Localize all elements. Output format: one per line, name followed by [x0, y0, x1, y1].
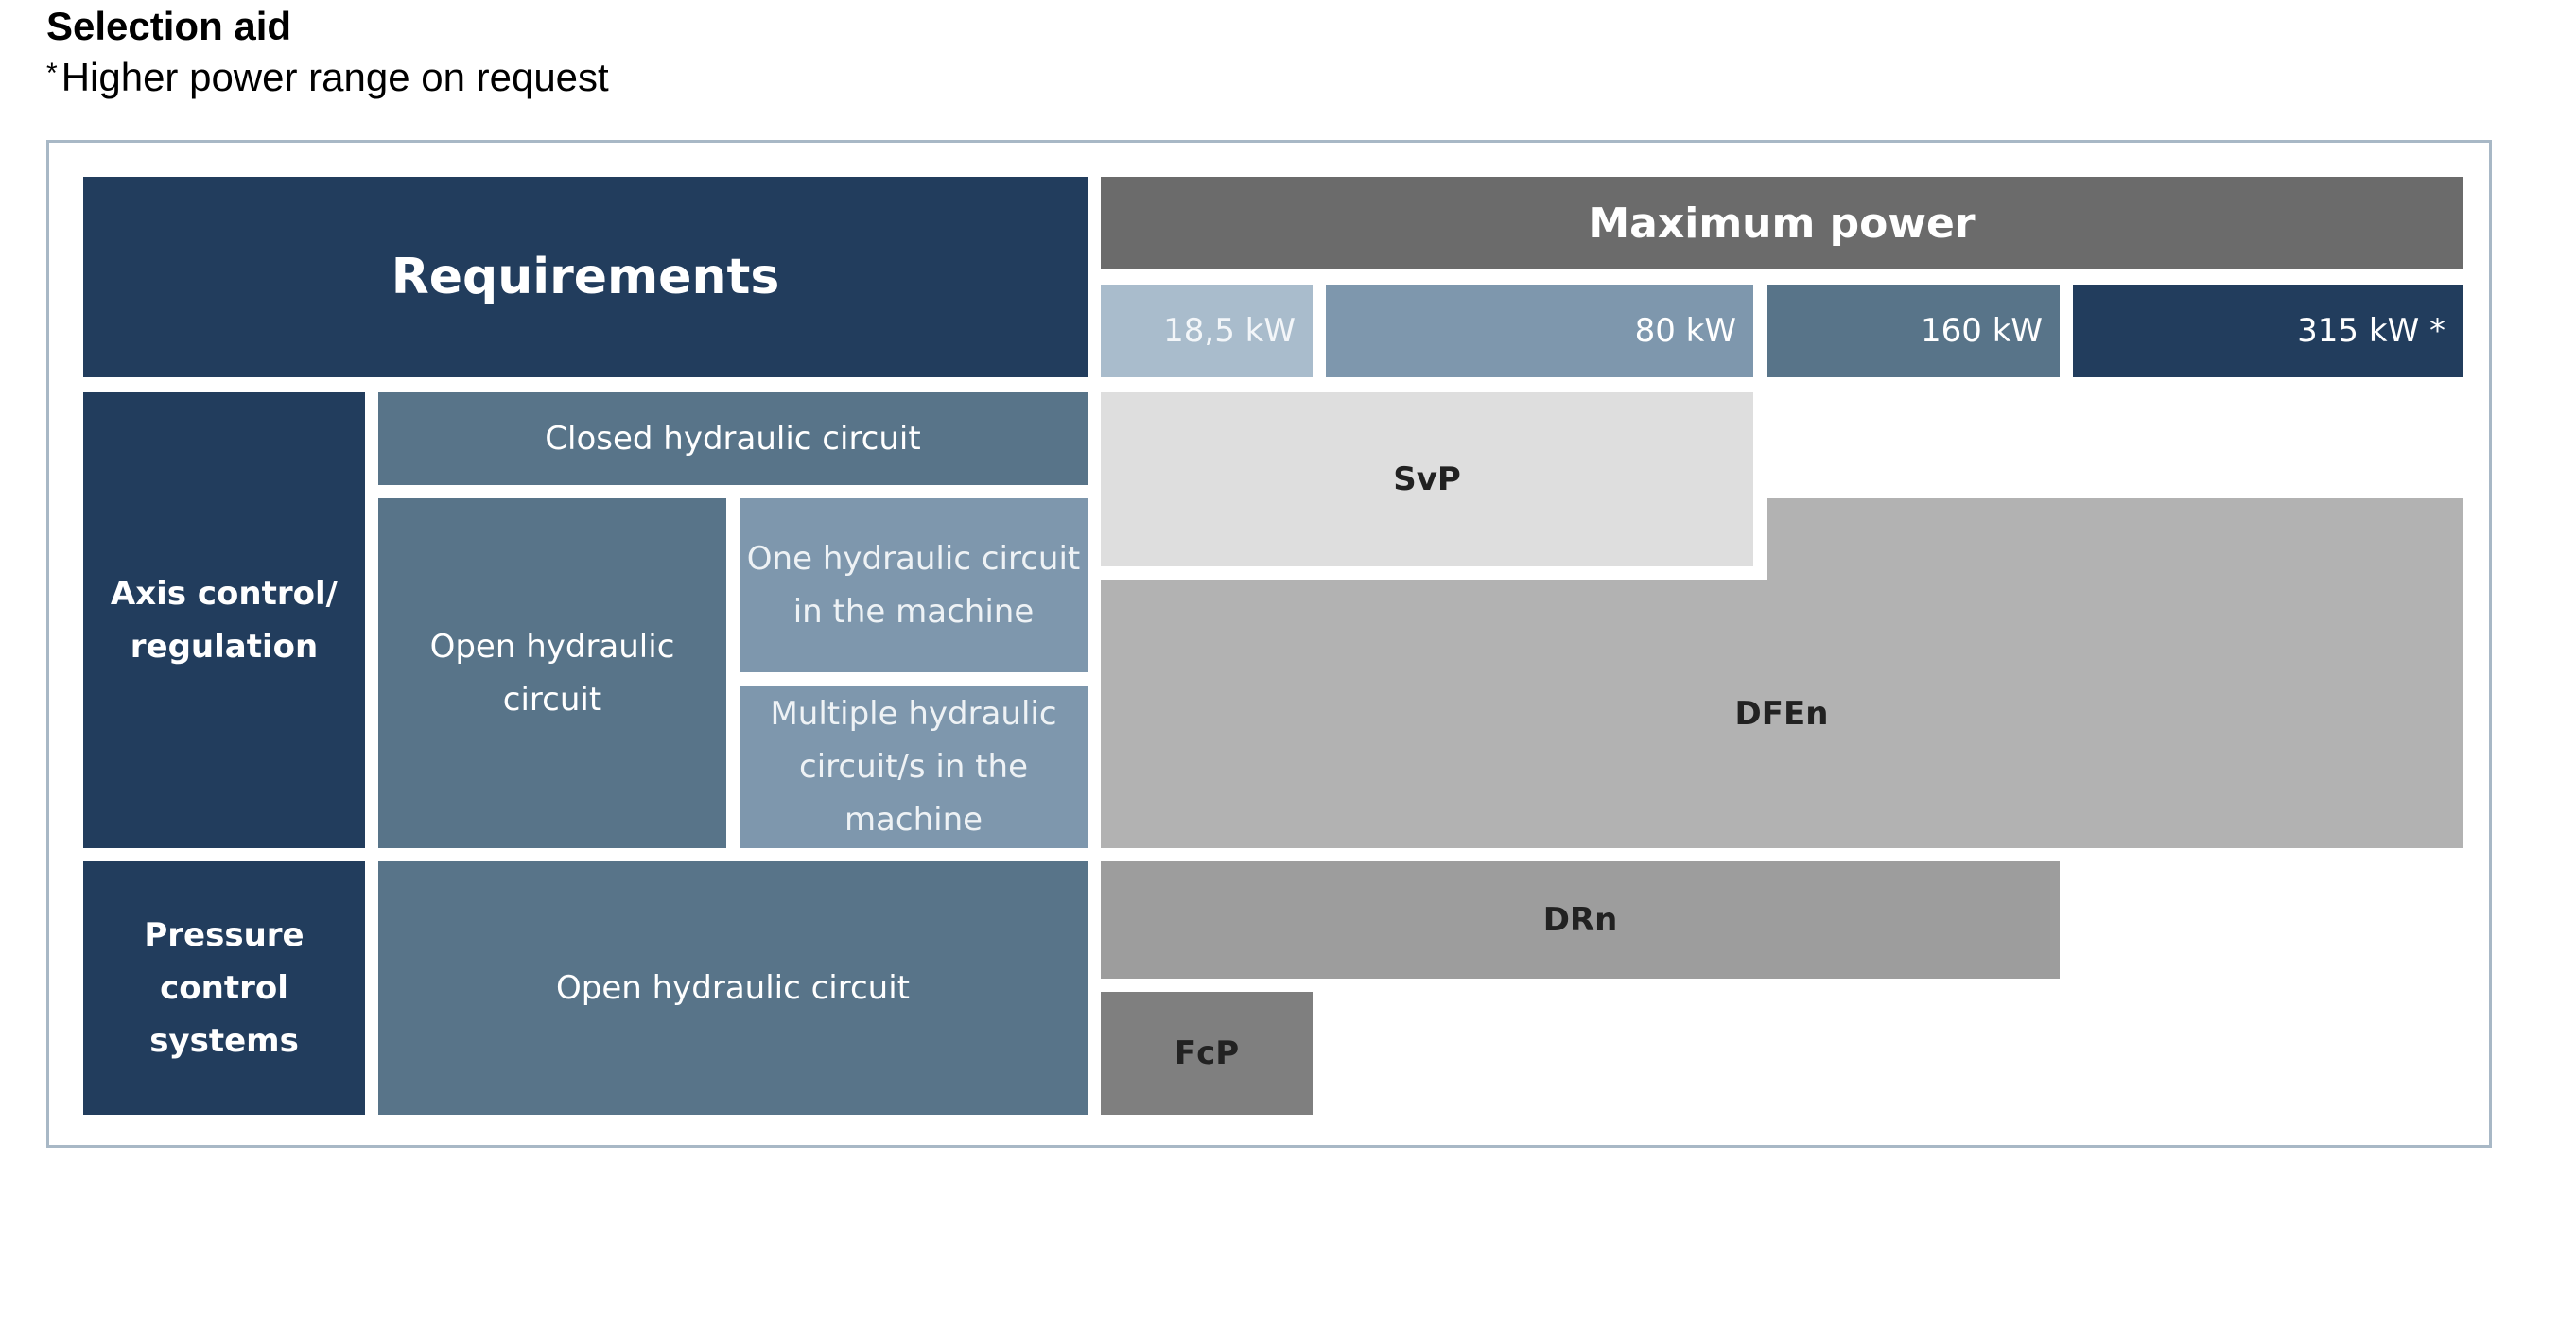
- power-level-160: 160 kW: [1767, 285, 2060, 377]
- axis-control-line2: regulation: [130, 628, 319, 666]
- svp-block: SvP: [1101, 392, 1753, 566]
- open-circuit-line2: circuit: [502, 681, 602, 719]
- requirements-header: Requirements: [83, 177, 1088, 377]
- maximum-power-label: Maximum power: [1588, 199, 1976, 248]
- pressure-control-line2: control systems: [149, 969, 299, 1060]
- one-hydraulic-circuit: One hydraulic circuit in the machine: [740, 498, 1088, 672]
- closed-hydraulic-circuit: Closed hydraulic circuit: [378, 392, 1088, 485]
- power-level-80: 80 kW: [1326, 285, 1753, 377]
- open-hydraulic-circuit-pressure: Open hydraulic circuit: [378, 861, 1088, 1115]
- dfen-label: DFEn: [1734, 695, 1829, 733]
- axis-control-label: Axis control/ regulation: [83, 392, 365, 848]
- fcp-block: FcP: [1101, 992, 1313, 1115]
- svp-label: SvP: [1393, 460, 1461, 498]
- one-circuit-line1: One hydraulic circuit: [746, 540, 1081, 578]
- selection-aid-diagram: Requirements Maximum power 18,5 kW 80 kW…: [46, 140, 2492, 1148]
- drn-label: DRn: [1542, 901, 1618, 939]
- multiple-line3: machine: [844, 801, 983, 839]
- multiple-line1: Multiple hydraulic: [770, 695, 1057, 733]
- open-circuit-pressure-label: Open hydraulic circuit: [555, 969, 911, 1007]
- power-level-label: 160 kW: [1920, 312, 2043, 350]
- footnote-text: Higher power range on request: [61, 55, 609, 99]
- closed-circuit-label: Closed hydraulic circuit: [545, 420, 921, 458]
- open-circuit-line1: Open hydraulic: [429, 628, 675, 666]
- open-hydraulic-circuit-axis: Open hydraulic circuit: [378, 498, 726, 848]
- axis-control-line1: Axis control/: [110, 575, 339, 613]
- dfen-block-upper: [1767, 498, 2463, 580]
- power-level-315: 315 kW *: [2073, 285, 2463, 377]
- pressure-control-line1: Pressure: [144, 916, 305, 954]
- power-level-label: 315 kW *: [2297, 312, 2445, 350]
- dfen-block: DFEn: [1101, 580, 2463, 848]
- requirements-header-label: Requirements: [391, 249, 780, 305]
- drn-block: DRn: [1101, 861, 2060, 979]
- one-circuit-line2: in the machine: [792, 593, 1035, 631]
- fcp-label: FcP: [1174, 1034, 1240, 1072]
- multiple-line2: circuit/s in the: [799, 748, 1028, 786]
- multiple-hydraulic-circuits: Multiple hydraulic circuit/s in the mach…: [740, 686, 1088, 848]
- page-title: Selection aid: [46, 4, 292, 48]
- footnote-marker: *: [46, 58, 58, 89]
- power-level-label: 80 kW: [1634, 312, 1736, 350]
- power-level-label: 18,5 kW: [1163, 312, 1296, 350]
- power-level-18-5: 18,5 kW: [1101, 285, 1313, 377]
- maximum-power-header: Maximum power: [1101, 177, 2463, 269]
- footnote: *Higher power range on request: [46, 53, 609, 102]
- pressure-control-label: Pressure control systems: [83, 861, 365, 1115]
